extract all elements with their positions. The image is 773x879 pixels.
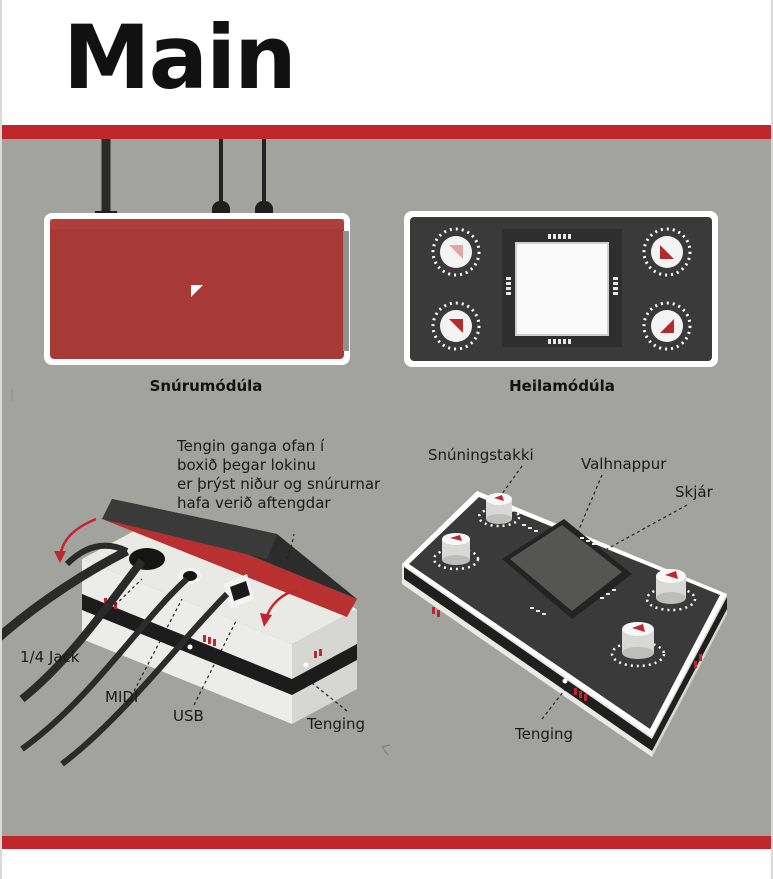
- label-screen: Skjár: [675, 483, 713, 501]
- knob-icon: [431, 227, 481, 277]
- cord-module-top-view: [44, 139, 350, 365]
- leader-lines-left: [71, 533, 348, 712]
- label-select-button: Valhnappur: [581, 455, 667, 473]
- lid-note: Tengin ganga ofan í boxið þegar lokinu e…: [177, 437, 380, 513]
- bottom-red-band: [2, 836, 771, 849]
- brain-module-perspective: [402, 491, 727, 757]
- right-frame-line: [771, 0, 773, 879]
- page-title: Main: [63, 6, 297, 109]
- knob-icon: [477, 493, 521, 528]
- brain-module-top-view: [404, 211, 718, 367]
- knob-icon: [610, 622, 666, 668]
- leader-lines-right: [501, 465, 688, 720]
- device-illustration: Snúrumódúla: [2, 139, 727, 767]
- lid-note-line: er þrýst niður og snúrurnar: [177, 475, 381, 493]
- lid-note-line: boxið þegar lokinu: [177, 456, 316, 474]
- knob-icon: [642, 227, 692, 277]
- cord-module-caption: Snúrumódúla: [150, 377, 263, 395]
- brain-module-caption: Heilamódúla: [509, 377, 615, 395]
- lid-note-line: hafa verið aftengdar: [177, 494, 331, 512]
- knob-icon: [431, 301, 481, 351]
- label-usb: USB: [173, 707, 204, 725]
- knob-icon: [432, 533, 480, 571]
- label-connection-left: Tenging: [307, 715, 366, 733]
- label-connection-right: Tenging: [515, 725, 574, 743]
- top-red-band: [2, 125, 771, 139]
- label-midi: MIDI: [105, 688, 139, 706]
- lid-note-line: Tengin ganga ofan í: [177, 437, 325, 455]
- label-jack: 1/4 Jack: [20, 648, 80, 666]
- knob-icon: [642, 301, 692, 351]
- label-knob: Snúningstakki: [428, 446, 534, 464]
- left-frame-line: [0, 0, 2, 879]
- cord-module-perspective: [2, 499, 357, 767]
- knob-icon: [645, 569, 697, 612]
